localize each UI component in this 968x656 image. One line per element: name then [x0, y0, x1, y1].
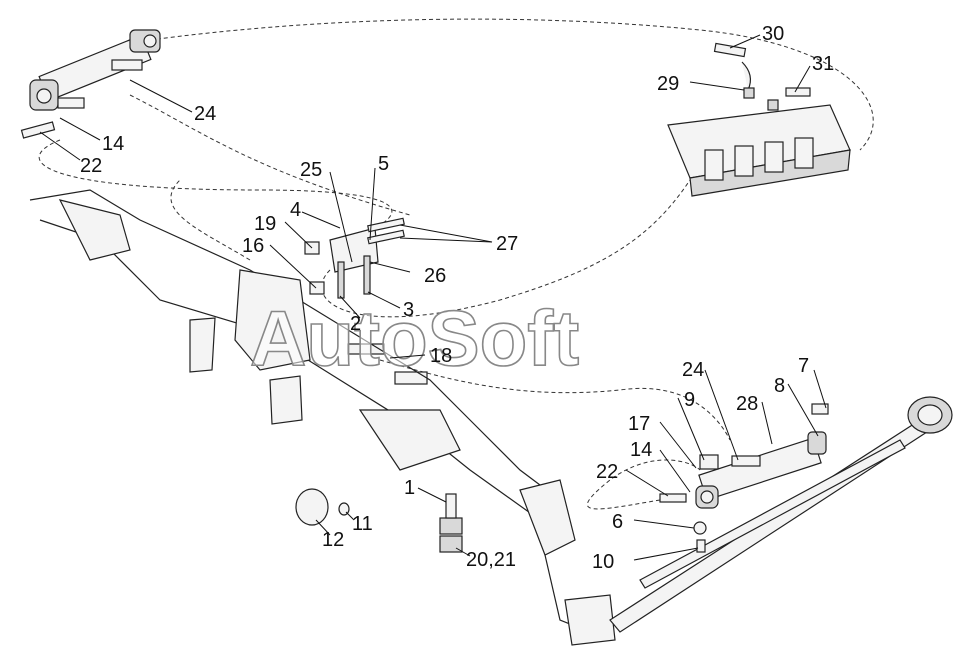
leader-lines [39, 34, 827, 561]
callout-8: 8 [774, 375, 785, 397]
small-parts [295, 488, 463, 553]
hydraulic-hoses [38, 18, 874, 510]
callout-22-top: 22 [80, 155, 102, 177]
callout-1: 1 [404, 477, 415, 499]
callout-20-21: 20,21 [466, 549, 516, 571]
callout-16: 16 [242, 235, 264, 257]
callout-25: 25 [300, 159, 322, 181]
callout-14-top: 14 [102, 133, 124, 155]
linkage-rod [609, 396, 953, 633]
callout-24-right: 24 [682, 359, 704, 381]
callout-3: 3 [403, 299, 414, 321]
callout-30: 30 [762, 23, 784, 45]
callout-28: 28 [736, 393, 758, 415]
control-valve-block [667, 42, 851, 197]
callout-11: 11 [352, 513, 373, 535]
callout-labels: 30 31 29 24 14 22 5 25 4 19 27 16 26 3 2… [80, 23, 834, 573]
callout-26: 26 [424, 265, 446, 287]
callout-18: 18 [430, 345, 452, 367]
main-frame [29, 189, 616, 646]
callout-29: 29 [657, 73, 679, 95]
watermark-text: AutoSoft [250, 294, 579, 382]
callout-22-right: 22 [596, 461, 618, 483]
callout-14-right: 14 [630, 439, 652, 461]
callout-31: 31 [812, 53, 834, 75]
callout-10: 10 [592, 551, 614, 573]
callout-9: 9 [684, 389, 695, 411]
callout-27: 27 [496, 233, 518, 255]
callout-12: 12 [322, 529, 344, 551]
callout-17: 17 [628, 413, 650, 435]
callout-2: 2 [350, 313, 361, 335]
callout-4: 4 [290, 199, 301, 221]
callout-7: 7 [798, 355, 809, 377]
callout-5: 5 [378, 153, 389, 175]
callout-6: 6 [612, 511, 623, 533]
cylinder-top-left [20, 29, 161, 139]
cylinder-lower-right [659, 403, 829, 553]
callout-24-top: 24 [194, 103, 216, 125]
callout-19: 19 [254, 213, 276, 235]
